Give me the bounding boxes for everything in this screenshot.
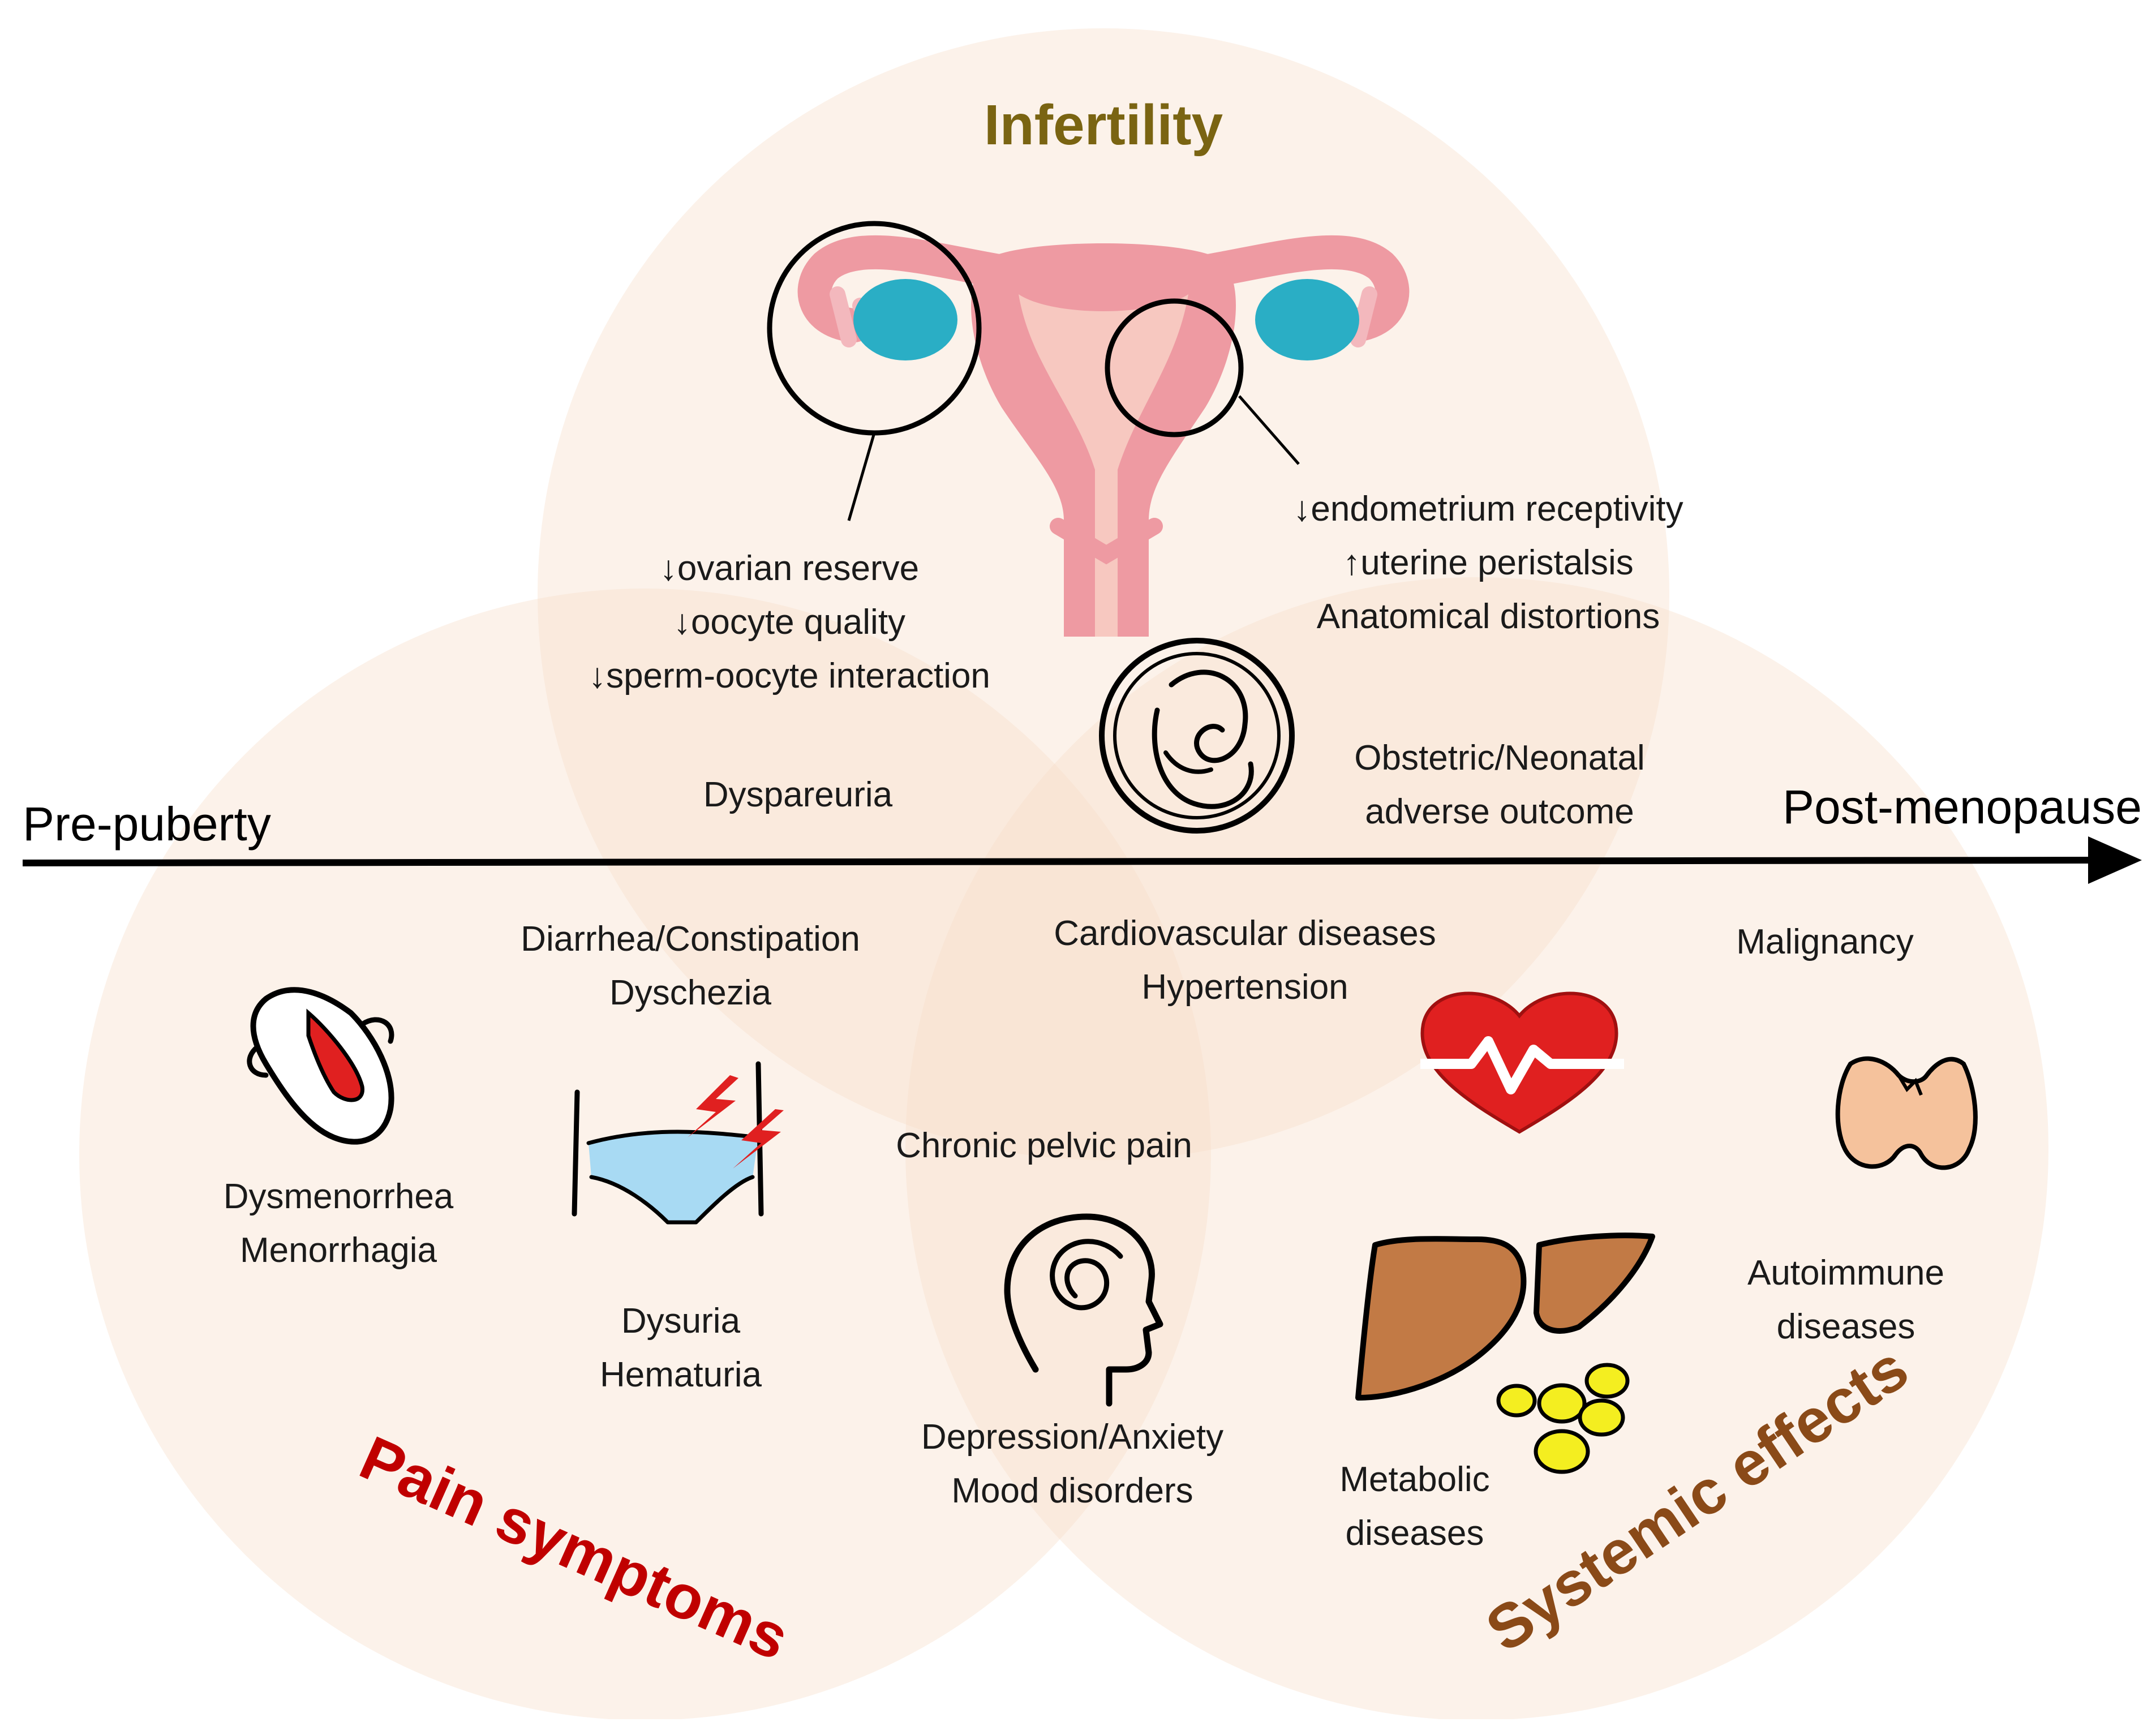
metabolic-line-1: Metabolic xyxy=(1339,1460,1489,1499)
fetus-icon xyxy=(1099,638,1295,834)
endometrium-magnifier-icon xyxy=(1105,298,1300,465)
obstetric-line-1: Obstetric/Neonatal xyxy=(1354,738,1644,778)
menstrual-line-1: Dysmenorrhea xyxy=(224,1177,454,1216)
urinary-line-1: Dysuria xyxy=(621,1302,741,1341)
uterus-effect-line-2: ↑uterine peristalsis xyxy=(1343,543,1633,582)
uterus-effect-line-3: Anatomical distortions xyxy=(1317,597,1660,636)
timeline-end-label: Post-menopause xyxy=(1783,780,2142,834)
dyspareunia-label: Dyspareuria xyxy=(703,775,893,814)
ovary-effects: ↓ovarian reserve ↓oocyte quality ↓sperm-… xyxy=(589,549,990,695)
ovary-effect-line-1: ↓ovarian reserve xyxy=(660,549,919,588)
infertility-title: Infertility xyxy=(984,93,1223,157)
cardio-line-1: Cardiovascular diseases xyxy=(1054,914,1436,953)
timeline-arrowhead xyxy=(2088,836,2142,884)
uterus-effect-line-1: ↓endometrium receptivity xyxy=(1293,489,1683,529)
sanitary-pad-icon xyxy=(247,987,394,1145)
malignancy-label: Malignancy xyxy=(1736,922,1914,961)
bowel-line-2: Dyschezia xyxy=(609,973,772,1012)
ovary-effect-line-3: ↓sperm-oocyte interaction xyxy=(589,656,990,695)
cardio-line-2: Hypertension xyxy=(1141,968,1348,1007)
mood-line-1: Depression/Anxiety xyxy=(921,1418,1223,1457)
uterus-icon xyxy=(797,235,1410,637)
liver-icon xyxy=(1355,1233,1655,1401)
fat-cells-icon xyxy=(1496,1363,1630,1474)
urinary-line-2: Hematuria xyxy=(600,1355,762,1394)
autoimmune-line-1: Autoimmune xyxy=(1747,1253,1944,1292)
obstetric-line-2: adverse outcome xyxy=(1365,792,1634,831)
ovary-effect-line-2: ↓oocyte quality xyxy=(673,603,905,642)
underwear-pain-icon xyxy=(572,1061,784,1225)
thyroid-icon xyxy=(1835,1056,1978,1170)
timeline-line xyxy=(22,857,2100,866)
timeline-start-label: Pre-puberty xyxy=(23,797,271,851)
pelvic-pain-label: Chronic pelvic pain xyxy=(896,1126,1192,1165)
mood-line-2: Mood disorders xyxy=(951,1471,1193,1510)
heart-ecg-icon xyxy=(1420,991,1624,1134)
metabolic-line-2: diseases xyxy=(1346,1514,1484,1553)
bowel-line-1: Diarrhea/Constipation xyxy=(521,920,860,959)
autoimmune-line-2: diseases xyxy=(1777,1307,1916,1346)
menstrual-line-2: Menorrhagia xyxy=(240,1231,437,1270)
uterus-effects: ↓endometrium receptivity ↑uterine perist… xyxy=(1293,489,1683,636)
timeline-axis xyxy=(22,836,2142,884)
ovary-magnifier-icon xyxy=(767,221,982,521)
head-spiral-icon xyxy=(1004,1213,1163,1407)
